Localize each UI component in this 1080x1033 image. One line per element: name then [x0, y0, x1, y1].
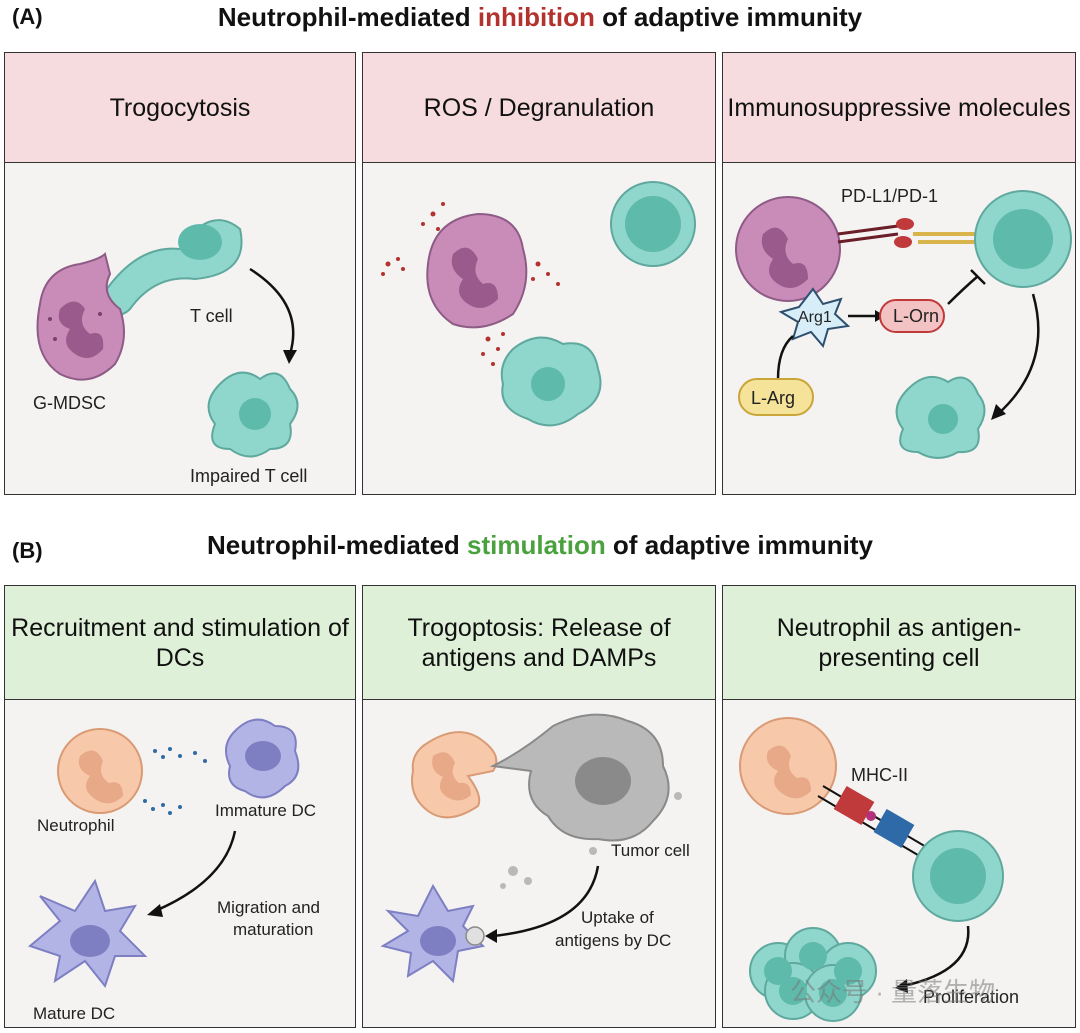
panel-immunosuppressive: Immunosuppressive molecules PD-L1/PD-1 A… — [722, 52, 1076, 495]
tcell-healthy — [610, 181, 696, 267]
panel-antigen-presenting: Neutrophil as antigen-presenting cell MH… — [722, 585, 1076, 1028]
tcell-nucleus — [178, 224, 222, 260]
section-b-title-post: of adaptive immunity — [605, 530, 873, 560]
neutrophil-cell — [426, 212, 528, 329]
label-arg1: Arg1 — [798, 309, 832, 326]
panel-ros-degranulation: ROS / Degranulation — [362, 52, 716, 495]
section-b-label: (B) — [12, 538, 43, 563]
trogocytosis-illustration: T cell G-MDSC Impaired T cell — [33, 219, 307, 486]
arrow-proliferation — [902, 925, 970, 988]
immunosuppressive-illustration: PD-L1/PD-1 Arg1 L-Orn L-Arg — [735, 186, 1072, 459]
panel-title: Trogocytosis — [5, 53, 355, 163]
label-prolif: Proliferation — [923, 987, 1019, 1007]
antigen-presenting-illustration: MHC-II Proliferation — [739, 717, 1019, 1022]
arrow-to-impaired — [249, 267, 295, 355]
section-a-title-post: of adaptive immunity — [594, 2, 863, 32]
dc-uptake — [380, 883, 486, 984]
label-lorn: L-Orn — [893, 306, 939, 326]
label-impaired: Impaired T cell — [190, 466, 307, 486]
tcell-activated — [912, 830, 1004, 922]
arg1-star — [778, 287, 851, 349]
section-a-label: (A) — [12, 4, 43, 29]
label-mature: Mature DC — [33, 1004, 115, 1023]
label-larg: L-Arg — [751, 388, 795, 408]
label-gmdsc: G-MDSC — [33, 393, 106, 413]
arrow-uptake — [492, 865, 600, 938]
section-b-title-highlight: stimulation — [467, 530, 606, 560]
signal-particles — [143, 747, 207, 815]
panel-title: ROS / Degranulation — [363, 53, 715, 163]
section-a-title-pre: Neutrophil-mediated — [217, 2, 478, 32]
lorn-box — [879, 299, 945, 333]
ros-illustration — [381, 181, 696, 427]
larg-box — [738, 378, 814, 416]
immature-dc — [225, 718, 300, 799]
neutrophil-cell — [735, 196, 841, 302]
neutrophil-cell — [57, 728, 143, 814]
tumor-cell — [489, 713, 670, 842]
panel-title: Immunosuppressive molecules — [723, 53, 1075, 163]
label-mhc: MHC-II — [851, 765, 908, 785]
label-pdl1: PD-L1/PD-1 — [841, 186, 938, 206]
panel-title: Neutrophil as antigen-presenting cell — [723, 586, 1075, 700]
mature-dc — [27, 878, 148, 989]
trogoptosis-illustration: Tumor cell Uptake of antigens by DC — [380, 713, 690, 984]
mhc-ii-complex — [817, 785, 934, 862]
arrow-maturation — [154, 830, 237, 913]
label-migration-2: maturation — [233, 920, 313, 939]
section-b-title-pre: Neutrophil-mediated — [207, 530, 468, 560]
section-b-title: Neutrophil-mediated stimulation of adapt… — [0, 530, 1080, 561]
debris — [500, 792, 682, 889]
tcell-damaged — [500, 336, 602, 427]
label-tcell: T cell — [190, 306, 233, 326]
label-migration-1: Migration and — [217, 898, 320, 917]
label-uptake-2: antigens by DC — [555, 931, 671, 950]
neutrophil-cell — [411, 731, 498, 819]
watermark: 公众号 · 量落生物 — [790, 977, 996, 1007]
label-immature: Immature DC — [215, 801, 316, 820]
ros-particles — [381, 202, 560, 366]
label-neutrophil: Neutrophil — [37, 816, 115, 835]
impaired-tcell — [207, 371, 299, 458]
label-tumor: Tumor cell — [611, 841, 690, 860]
section-a-title: Neutrophil-mediated inhibition of adapti… — [0, 2, 1080, 33]
recruitment-illustration: Neutrophil Immature DC Migration and mat… — [27, 718, 320, 1023]
panel-trogocytosis: Trogocytosis T cell G-MDSC Impaired T ce… — [4, 52, 356, 495]
label-uptake-1: Uptake of — [581, 908, 654, 927]
panel-title: Recruitment and stimulation of DCs — [5, 586, 355, 700]
g-mdsc-cell — [36, 252, 125, 381]
panel-title: Trogoptosis: Release of antigens and DAM… — [363, 586, 715, 700]
panel-trogoptosis: Trogoptosis: Release of antigens and DAM… — [362, 585, 716, 1028]
tcell-target — [974, 190, 1072, 288]
impaired-tcell — [895, 375, 986, 459]
section-a-title-highlight: inhibition — [477, 2, 595, 32]
neutrophil-cell — [739, 717, 837, 815]
panel-recruitment: Recruitment and stimulation of DCs Neutr… — [4, 585, 356, 1028]
